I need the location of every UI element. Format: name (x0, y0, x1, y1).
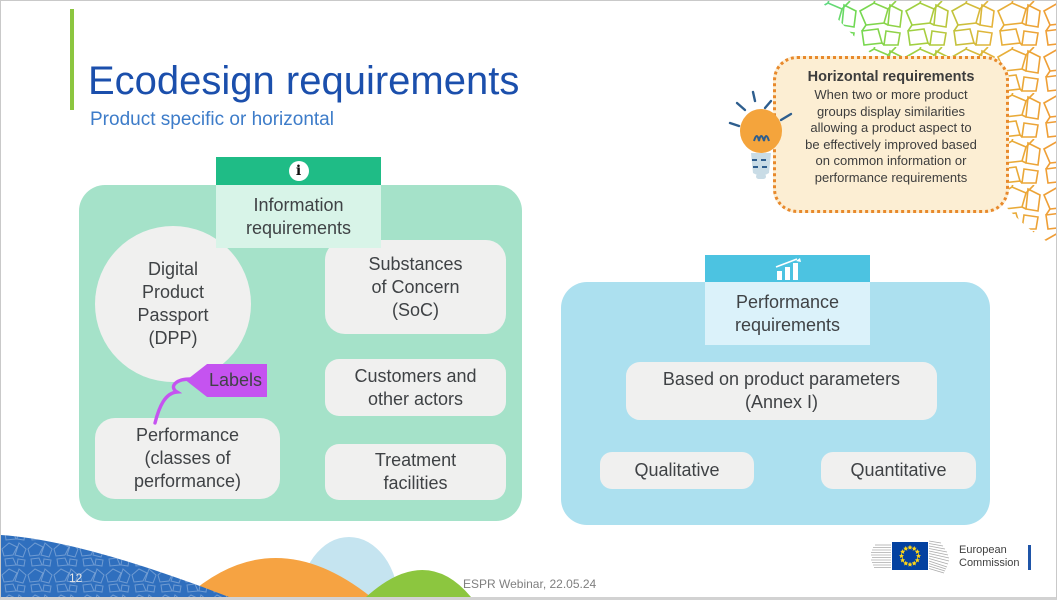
item-product-parameters: Based on product parameters (Annex I) (626, 362, 937, 420)
item-qualitative: Qualitative (600, 452, 754, 489)
eu-flag-icon (871, 540, 950, 574)
logo-text-line1: European (959, 544, 1007, 556)
item-quantitative: Quantitative (821, 452, 976, 489)
horizontal-requirements-callout: Horizontal requirements When two or more… (773, 56, 1009, 213)
lightbulb-icon (728, 90, 793, 179)
european-commission-logo: European Commission (869, 535, 1031, 579)
item-digital-product-passport: Digital Product Passport (DPP) (95, 226, 251, 382)
info-icon: i (288, 161, 309, 181)
green-hill-decoration (366, 570, 471, 597)
page-number: 12 (69, 571, 83, 585)
slide-subtitle: Product specific or horizontal (90, 109, 334, 130)
callout-body: When two or more product groups display … (805, 87, 977, 185)
logo-blue-bar (1027, 544, 1031, 570)
orange-hill-decoration (186, 558, 371, 597)
slide-title: Ecodesign requirements (88, 59, 520, 103)
callout-title: Horizontal requirements (807, 69, 975, 85)
item-substances-of-concern: Substances of Concern (SoC) (325, 240, 506, 334)
tag-string-decoration (153, 377, 193, 425)
logo-text: European Commission (959, 544, 1020, 570)
information-requirements-header-bar: i (216, 157, 381, 185)
performance-requirements-header: Performance requirements (705, 282, 870, 345)
item-performance-classes: Performance (classes of performance) (95, 418, 280, 499)
item-customers-other-actors: Customers and other actors (325, 359, 506, 416)
bottom-hills-decoration (1, 535, 471, 597)
item-treatment-facilities: Treatment facilities (325, 444, 506, 500)
bar-chart-icon (775, 257, 801, 280)
performance-requirements-header-bar (705, 255, 870, 282)
title-accent-bar (70, 9, 74, 110)
information-requirements-header: Information requirements (216, 185, 381, 248)
footer-event-label: ESPR Webinar, 22.05.24 (463, 577, 597, 591)
logo-text-line2: Commission (959, 557, 1020, 569)
